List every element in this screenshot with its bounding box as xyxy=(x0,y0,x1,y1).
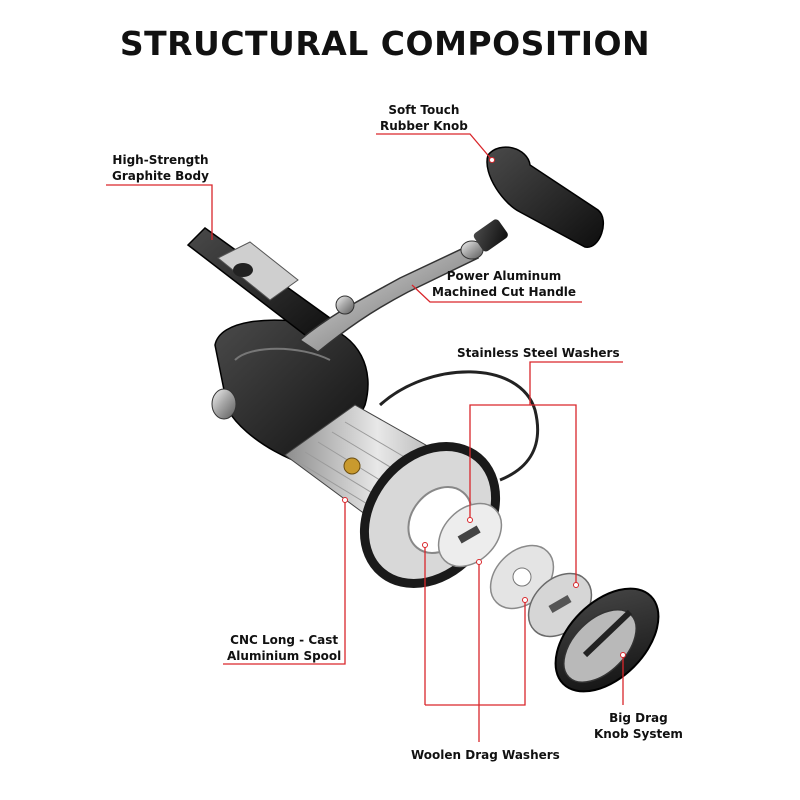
label-graphite-body: High-Strength Graphite Body xyxy=(112,152,209,184)
leader-dot xyxy=(489,157,495,163)
label-line: Big Drag xyxy=(609,711,668,725)
leader-spool xyxy=(223,500,346,665)
label-spool: CNC Long - Cast Aluminium Spool xyxy=(227,632,341,664)
leader-dot xyxy=(522,597,528,603)
leader-lines xyxy=(106,133,626,742)
label-line: Rubber Knob xyxy=(380,119,468,133)
label-steel-washers: Stainless Steel Washers xyxy=(457,345,620,361)
leader-dot xyxy=(476,559,482,565)
label-drag-knob: Big Drag Knob System xyxy=(594,710,683,742)
label-rubber-knob: Soft Touch Rubber Knob xyxy=(380,102,468,134)
label-line: Machined Cut Handle xyxy=(432,285,577,299)
drag-knob xyxy=(554,587,660,693)
label-line: Soft Touch xyxy=(388,103,460,117)
label-line: Aluminium Spool xyxy=(227,649,342,663)
leader-dot xyxy=(342,497,348,503)
diagram-title: STRUCTURAL COMPOSITION xyxy=(119,24,651,63)
graphite-body-foot xyxy=(186,227,331,347)
leader-dot xyxy=(573,582,579,588)
leader-knob xyxy=(376,133,493,161)
label-line: Graphite Body xyxy=(112,169,209,183)
label-line: Power Aluminum xyxy=(446,269,562,283)
leader-body xyxy=(106,184,213,240)
label-line: Knob System xyxy=(594,727,683,741)
leader-washer3 xyxy=(530,404,577,585)
label-line: High-Strength xyxy=(112,153,209,167)
leader-handle xyxy=(411,284,582,303)
bail-wire xyxy=(378,370,540,482)
washer-1 xyxy=(437,502,503,568)
label-line: Woolen Drag Washers xyxy=(411,748,560,762)
label-woolen-washers: Woolen Drag Washers xyxy=(411,747,560,763)
label-handle: Power Aluminum Machined Cut Handle xyxy=(432,268,576,300)
rubber-knob xyxy=(486,146,604,248)
label-line: CNC Long - Cast xyxy=(230,633,339,647)
leader-dot xyxy=(467,517,473,523)
leader-dot xyxy=(620,652,626,658)
handle-arm xyxy=(298,219,508,353)
leader-drag2 xyxy=(425,600,526,706)
label-line: Stainless Steel Washers xyxy=(457,346,620,360)
leader-dot xyxy=(422,542,428,548)
